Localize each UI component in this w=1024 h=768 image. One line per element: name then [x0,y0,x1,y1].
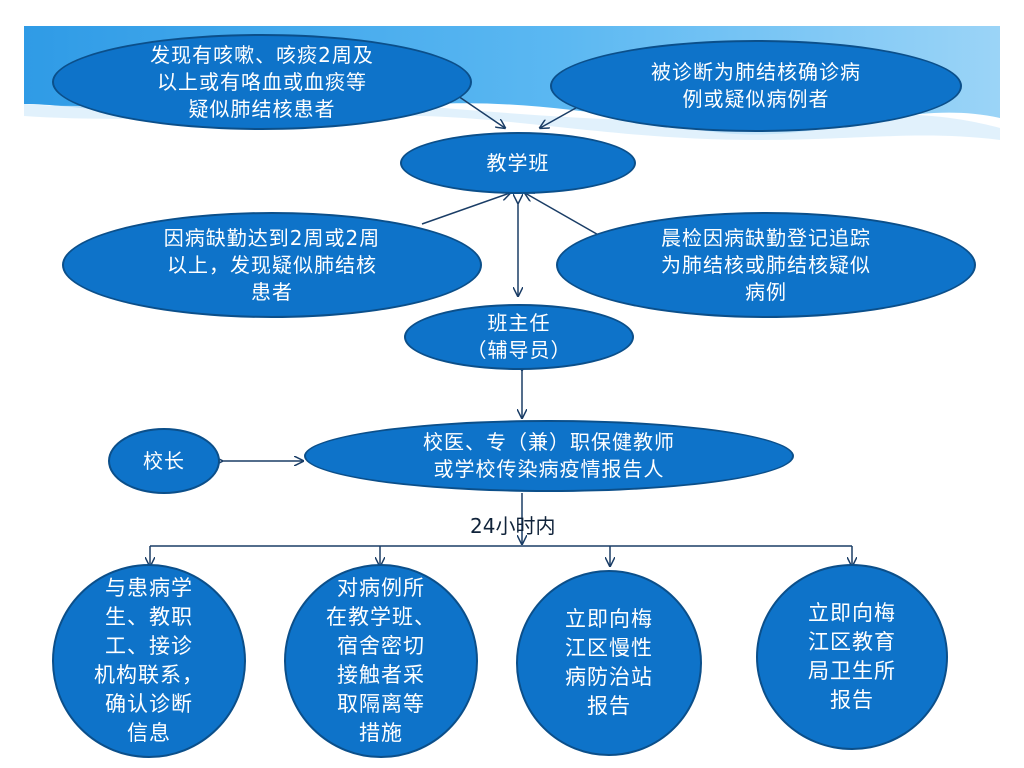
node-head-teacher: 班主任 （辅导员） [404,304,634,370]
action-isolation: 对病例所 在教学班、 宿舍密切 接触者采 取隔离等 措施 [284,564,478,758]
action-isolation-text: 对病例所 在教学班、 宿舍密切 接触者采 取隔离等 措施 [326,576,436,745]
action-contact-confirm-text: 与患病学 生、教职 工、接诊 机构联系， 确认诊断 信息 [94,576,204,745]
node-head-teacher-text: 班主任 （辅导员） [466,311,572,362]
action-report-education: 立即向梅 江区教育 局卫生所 报告 [756,564,948,750]
node-diagnosed: 被诊断为肺结核确诊病 例或疑似病例者 [550,40,962,132]
node-class-text: 教学班 [486,150,550,175]
node-principal-text: 校长 [143,448,185,473]
action-report-cdc-text: 立即向梅 江区慢性 病防治站 报告 [565,607,653,718]
node-morning-check: 晨检因病缺勤登记追踪 为肺结核或肺结核疑似 病例 [556,212,976,318]
node-absence-text: 因病缺勤达到2周或2周 以上，发现疑似肺结核 患者 [163,225,381,304]
node-school-doctor-text: 校医、专（兼）职保健教师 或学校传染病疫情报告人 [423,430,675,481]
node-suspect-cough-text: 发现有咳嗽、咳痰2周及 以上或有咯血或血痰等 疑似肺结核患者 [150,42,374,121]
action-report-cdc: 立即向梅 江区慢性 病防治站 报告 [516,570,702,756]
action-contact-confirm: 与患病学 生、教职 工、接诊 机构联系， 确认诊断 信息 [52,564,246,758]
node-principal: 校长 [108,428,220,494]
node-diagnosed-text: 被诊断为肺结核确诊病 例或疑似病例者 [651,60,861,111]
node-morning-check-text: 晨检因病缺勤登记追踪 为肺结核或肺结核疑似 病例 [661,225,871,304]
node-class: 教学班 [400,132,636,194]
node-school-doctor: 校医、专（兼）职保健教师 或学校传染病疫情报告人 [304,420,794,492]
node-absence: 因病缺勤达到2周或2周 以上，发现疑似肺结核 患者 [62,212,482,318]
time-limit-label: 24小时内 [470,514,556,538]
node-suspect-cough: 发现有咳嗽、咳痰2周及 以上或有咯血或血痰等 疑似肺结核患者 [52,34,472,130]
action-report-education-text: 立即向梅 江区教育 局卫生所 报告 [808,601,896,712]
